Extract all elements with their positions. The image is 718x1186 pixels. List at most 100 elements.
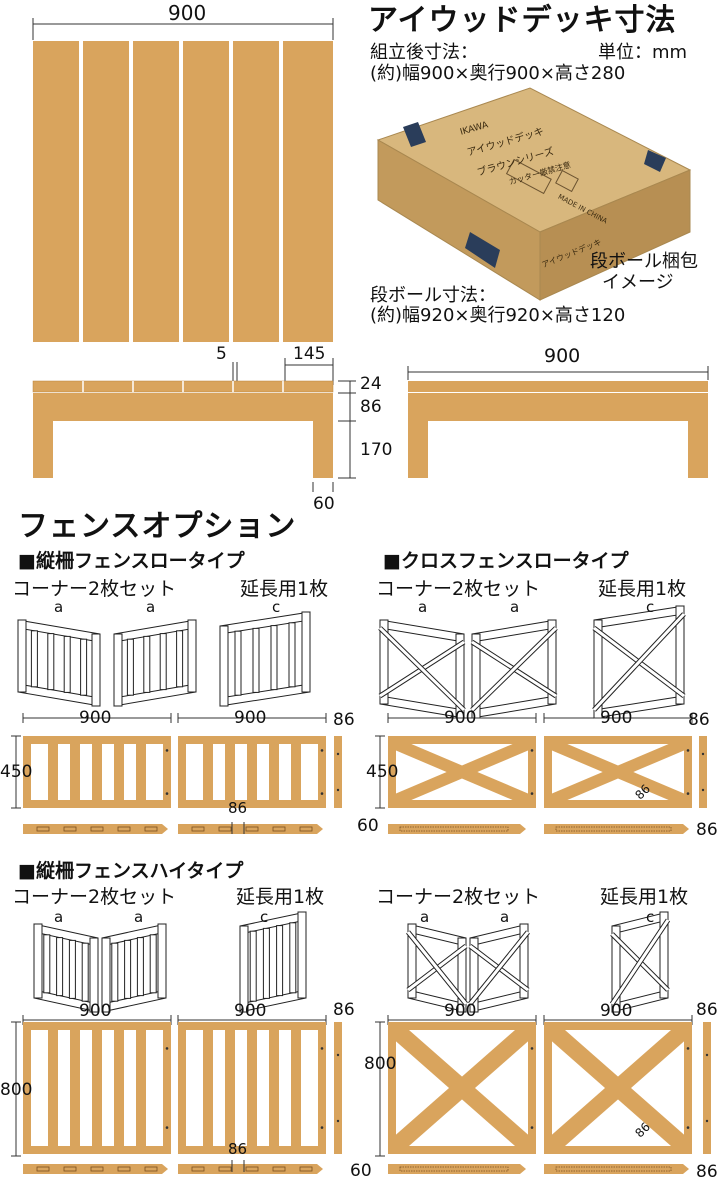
part-a: a (134, 908, 144, 926)
panel-width: 900 (79, 1001, 112, 1021)
part-a: a (54, 598, 64, 616)
fence-top-rail (544, 1022, 692, 1030)
fence-picket (225, 744, 235, 800)
fence-base-plan (23, 1164, 168, 1174)
fence-picket (48, 1030, 58, 1146)
deck-board (83, 41, 129, 342)
fence-top-rail (388, 1022, 536, 1030)
fence-picket (247, 1030, 257, 1146)
fence-post (684, 1022, 692, 1154)
extension-label: 延長用1枚 (236, 886, 325, 908)
fence-bottom-rail (544, 1146, 692, 1154)
fence-picket (203, 744, 213, 800)
extension-label: 延長用1枚 (600, 886, 689, 908)
corner-set-label: コーナー2枚セット (376, 886, 541, 908)
fence-bottom-rail (544, 800, 692, 808)
fence-bottom-rail (23, 1146, 171, 1154)
fence-picket (203, 1030, 213, 1146)
fence-post (318, 736, 326, 808)
fence-panel-sketch (378, 619, 466, 719)
panel-width: 900 (79, 708, 112, 728)
package-caption-1: 段ボール梱包 (590, 251, 698, 272)
panel-width: 900 (234, 708, 267, 728)
fence-panel-sketch (101, 923, 167, 1013)
fence-panel-sketch (17, 619, 101, 707)
fence-post (163, 736, 171, 808)
corner-set-label: コーナー2枚セット (376, 578, 541, 600)
board-gap: 5 (216, 344, 227, 364)
carton-box-image (376, 87, 692, 301)
side-width: 900 (544, 345, 581, 367)
assembled-dims: (約)幅900×奥行900×高さ280 (370, 63, 626, 84)
base-height: 60 (357, 816, 379, 836)
fence-panel-sketch (592, 605, 686, 719)
fence-side-post (703, 1022, 711, 1154)
fence-picket (114, 744, 124, 800)
fence-picket (70, 1030, 80, 1146)
deck-board (283, 41, 333, 342)
panel-height: 450 (0, 762, 33, 782)
fence-drawings (11, 605, 711, 1174)
base-depth: 86 (696, 820, 718, 840)
fence-side-post (334, 736, 342, 808)
h-leg: 170 (360, 440, 393, 460)
panel-width: 900 (600, 708, 633, 728)
fence-top-rail (23, 1022, 171, 1030)
panel-height: 800 (0, 1080, 33, 1100)
fence-picket (136, 1030, 146, 1146)
fence-bottom-rail (388, 800, 536, 808)
fence-bottom-rail (178, 1146, 326, 1154)
deck-side-view (407, 366, 709, 478)
fence-section-heading: ■クロスフェンスロータイプ (383, 550, 629, 572)
fence-panel-sketch (113, 619, 197, 707)
fence-post (178, 736, 186, 808)
panel-height: 450 (366, 762, 399, 782)
fence-base-plan (178, 1164, 323, 1174)
part-c: c (646, 908, 655, 926)
fence-post (684, 736, 692, 808)
fence-top-rail (23, 736, 171, 744)
fence-post (178, 1022, 186, 1154)
deck-top-view (32, 18, 334, 342)
fence-base-plan (388, 1164, 526, 1174)
fence-picket (269, 744, 279, 800)
post-thickness: 86 (333, 1000, 355, 1020)
part-a: a (510, 598, 520, 616)
part-c: c (272, 598, 281, 616)
part-c: c (646, 598, 655, 616)
fence-post (163, 1022, 171, 1154)
fence-picket (247, 744, 257, 800)
fence-side-post (699, 736, 707, 808)
fence-picket (70, 744, 80, 800)
extension-label: 延長用1枚 (240, 578, 329, 600)
extension-label: 延長用1枚 (598, 578, 687, 600)
fence-title: フェンスオプション (18, 509, 297, 544)
leg-width: 60 (313, 494, 335, 514)
fence-panel-sketch (239, 911, 307, 1013)
part-a: a (500, 908, 510, 926)
fence-post (23, 736, 31, 808)
fence-base-plan (178, 824, 323, 834)
fence-picket (114, 1030, 124, 1146)
fence-panel-sketch (468, 923, 530, 1013)
fence-post (388, 1022, 396, 1154)
fence-post (23, 1022, 31, 1154)
h-board: 24 (360, 374, 382, 394)
fence-bottom-rail (23, 800, 171, 808)
fence-top-rail (544, 736, 692, 744)
deck-top-width: 900 (168, 1, 207, 25)
part-a: a (146, 598, 156, 616)
base-depth: 86 (696, 1162, 718, 1182)
fence-picket (225, 1030, 235, 1146)
fence-panel-sketch (219, 611, 311, 707)
deck-board (233, 41, 279, 342)
package-caption-2: イメージ (602, 272, 674, 293)
fence-panel-sketch (609, 911, 671, 1013)
fence-side-post (334, 1022, 342, 1154)
fence-post (544, 1022, 552, 1154)
fence-panel-sketch (470, 619, 558, 719)
fence-post (528, 1022, 536, 1154)
part-a: a (418, 598, 428, 616)
fence-section-heading: ■縦柵フェンスハイタイプ (18, 860, 244, 882)
